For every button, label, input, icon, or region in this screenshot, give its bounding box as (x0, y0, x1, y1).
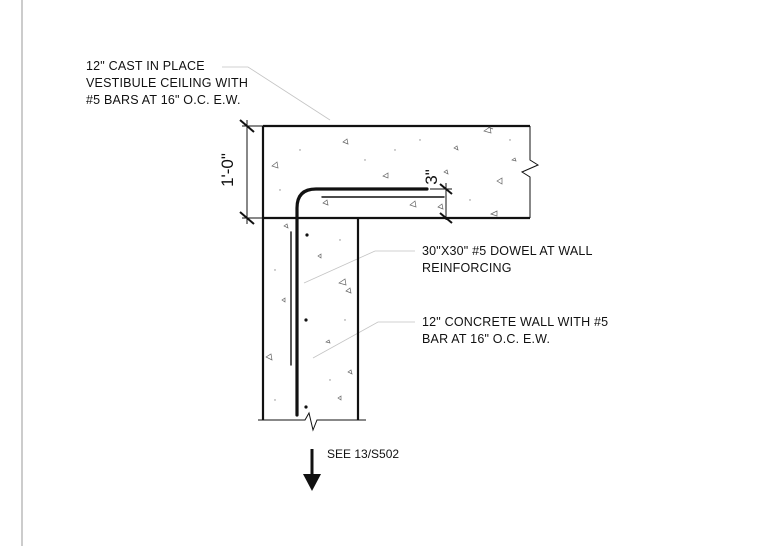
slab-break-line (520, 126, 540, 218)
slab-note-line-3: #5 BARS AT 16" O.C. E.W. (86, 93, 241, 107)
wall-note-line-2: BAR AT 16" O.C. E.W. (422, 332, 551, 346)
reinforcement (290, 187, 445, 417)
dowel-note-line-1: 30"X30" #5 DOWEL AT WALL (422, 244, 593, 258)
slab-thickness-label: 1'-0" (217, 153, 237, 187)
slab-thickness-dimension (239, 119, 263, 225)
leader-lines (222, 66, 415, 359)
concrete-outline (261, 124, 530, 420)
wall-note-leader (312, 321, 415, 359)
slab-note: 12" CAST IN PLACE VESTIBULE CEILING WITH… (86, 58, 248, 109)
see-reference-label: SEE 13/S502 (327, 447, 400, 461)
wall-break-line (258, 411, 366, 432)
slab-note-line-2: VESTIBULE CEILING WITH (86, 76, 249, 90)
wall-note: 12" CONCRETE WALL WITH #5 BAR AT 16" O.C… (422, 314, 608, 348)
down-arrow-icon (303, 449, 321, 491)
rebar-dot-2 (304, 318, 308, 322)
aggregate-hatch (265, 126, 517, 401)
slab-note-leader (222, 66, 331, 121)
cover-label: 3" (421, 169, 441, 185)
dowel-bar-bent (295, 187, 429, 417)
break-lines (258, 126, 540, 432)
cover-dimension (430, 183, 453, 224)
dowel-note-leader (303, 250, 415, 284)
rebar-dot-3 (304, 405, 308, 409)
wall-note-line-1: 12" CONCRETE WALL WITH #5 (422, 315, 609, 329)
dowel-note-line-2: REINFORCING (422, 261, 512, 275)
rebar-dot-1 (305, 233, 309, 237)
aggregate-dots (274, 139, 511, 401)
dowel-note: 30"X30" #5 DOWEL AT WALL REINFORCING (422, 243, 593, 277)
slab-note-line-1: 12" CAST IN PLACE (86, 59, 205, 73)
